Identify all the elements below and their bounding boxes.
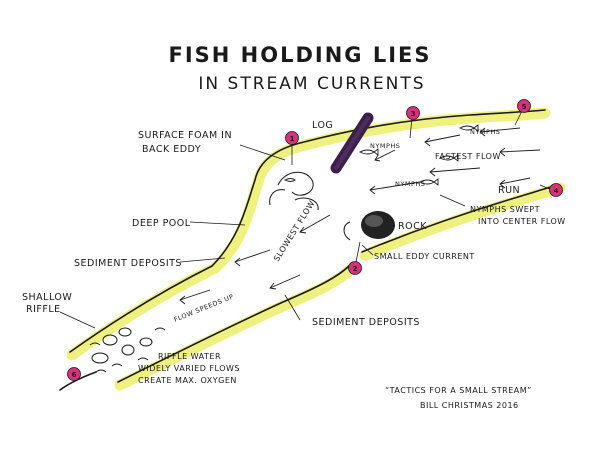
label-deep-pool: DEEP POOL <box>132 218 191 229</box>
diagram-subtitle: IN STREAM CURRENTS <box>198 74 425 94</box>
label-credit-line2: BILL CHRISTMAS 2016 <box>420 401 519 410</box>
stream-banks <box>59 109 559 391</box>
riffle-stones <box>89 327 166 373</box>
label-riffle-line3: CREATE MAX. OXYGEN <box>138 376 237 385</box>
label-riffle-line2: WIDELY VARIED FLOWS <box>138 364 240 373</box>
fish-group <box>283 124 479 186</box>
svg-text:6: 6 <box>72 371 77 379</box>
diagram-title: FISH HOLDING LIES <box>168 43 431 67</box>
label-small-eddy: SMALL EDDY CURRENT <box>374 252 475 261</box>
label-surface-foam-line1: SURFACE FOAM IN <box>138 130 232 141</box>
label-nymphs-b: NYMPHS <box>370 142 400 150</box>
label-nymphs-c: NYMPHS <box>395 180 425 188</box>
label-flow-speeds-up: FLOW SPEEDS UP <box>173 293 235 324</box>
svg-text:4: 4 <box>554 187 559 195</box>
badge-1: 1 <box>285 131 299 165</box>
badge-5: 5 <box>514 99 531 126</box>
label-nymphs-swept-line2: INTO CENTER FLOW <box>478 217 566 226</box>
label-run: RUN <box>498 185 520 196</box>
label-nymphs-swept-line1: NYMPHS SWEPT <box>470 205 540 214</box>
leader-lines <box>59 144 466 329</box>
log <box>330 112 374 174</box>
badge-6: 6 <box>67 367 81 381</box>
back-eddy-swirls <box>269 171 351 241</box>
badge-4: 4 <box>539 183 563 197</box>
label-shallow-line1: SHALLOW <box>22 292 72 303</box>
label-fastest-flow: FASTEST FLOW <box>435 152 501 161</box>
svg-text:5: 5 <box>522 103 527 111</box>
label-shallow-line2: RIFFLE <box>26 304 61 315</box>
badge-3: 3 <box>406 106 420 139</box>
label-nymphs-a: NYMPHS <box>470 128 500 136</box>
flow-arrows <box>179 127 541 305</box>
bank-highlights <box>66 107 566 391</box>
label-sediment-left: SEDIMENT DEPOSITS <box>74 258 182 269</box>
label-log: LOG <box>312 120 333 131</box>
svg-text:1: 1 <box>290 135 295 143</box>
label-surface-foam-line2: BACK EDDY <box>142 144 201 155</box>
label-credit-line1: “TACTICS FOR A SMALL STREAM” <box>385 386 532 395</box>
label-slowest-flow: SLOWEST FLOW <box>272 199 317 263</box>
rock <box>361 211 395 239</box>
label-riffle-line1: RIFFLE WATER <box>158 352 221 361</box>
label-sediment-right: SEDIMENT DEPOSITS <box>312 317 420 328</box>
label-rock: ROCK <box>398 221 427 232</box>
badge-2: 2 <box>348 241 362 275</box>
svg-text:2: 2 <box>353 265 358 273</box>
svg-text:3: 3 <box>411 110 416 118</box>
